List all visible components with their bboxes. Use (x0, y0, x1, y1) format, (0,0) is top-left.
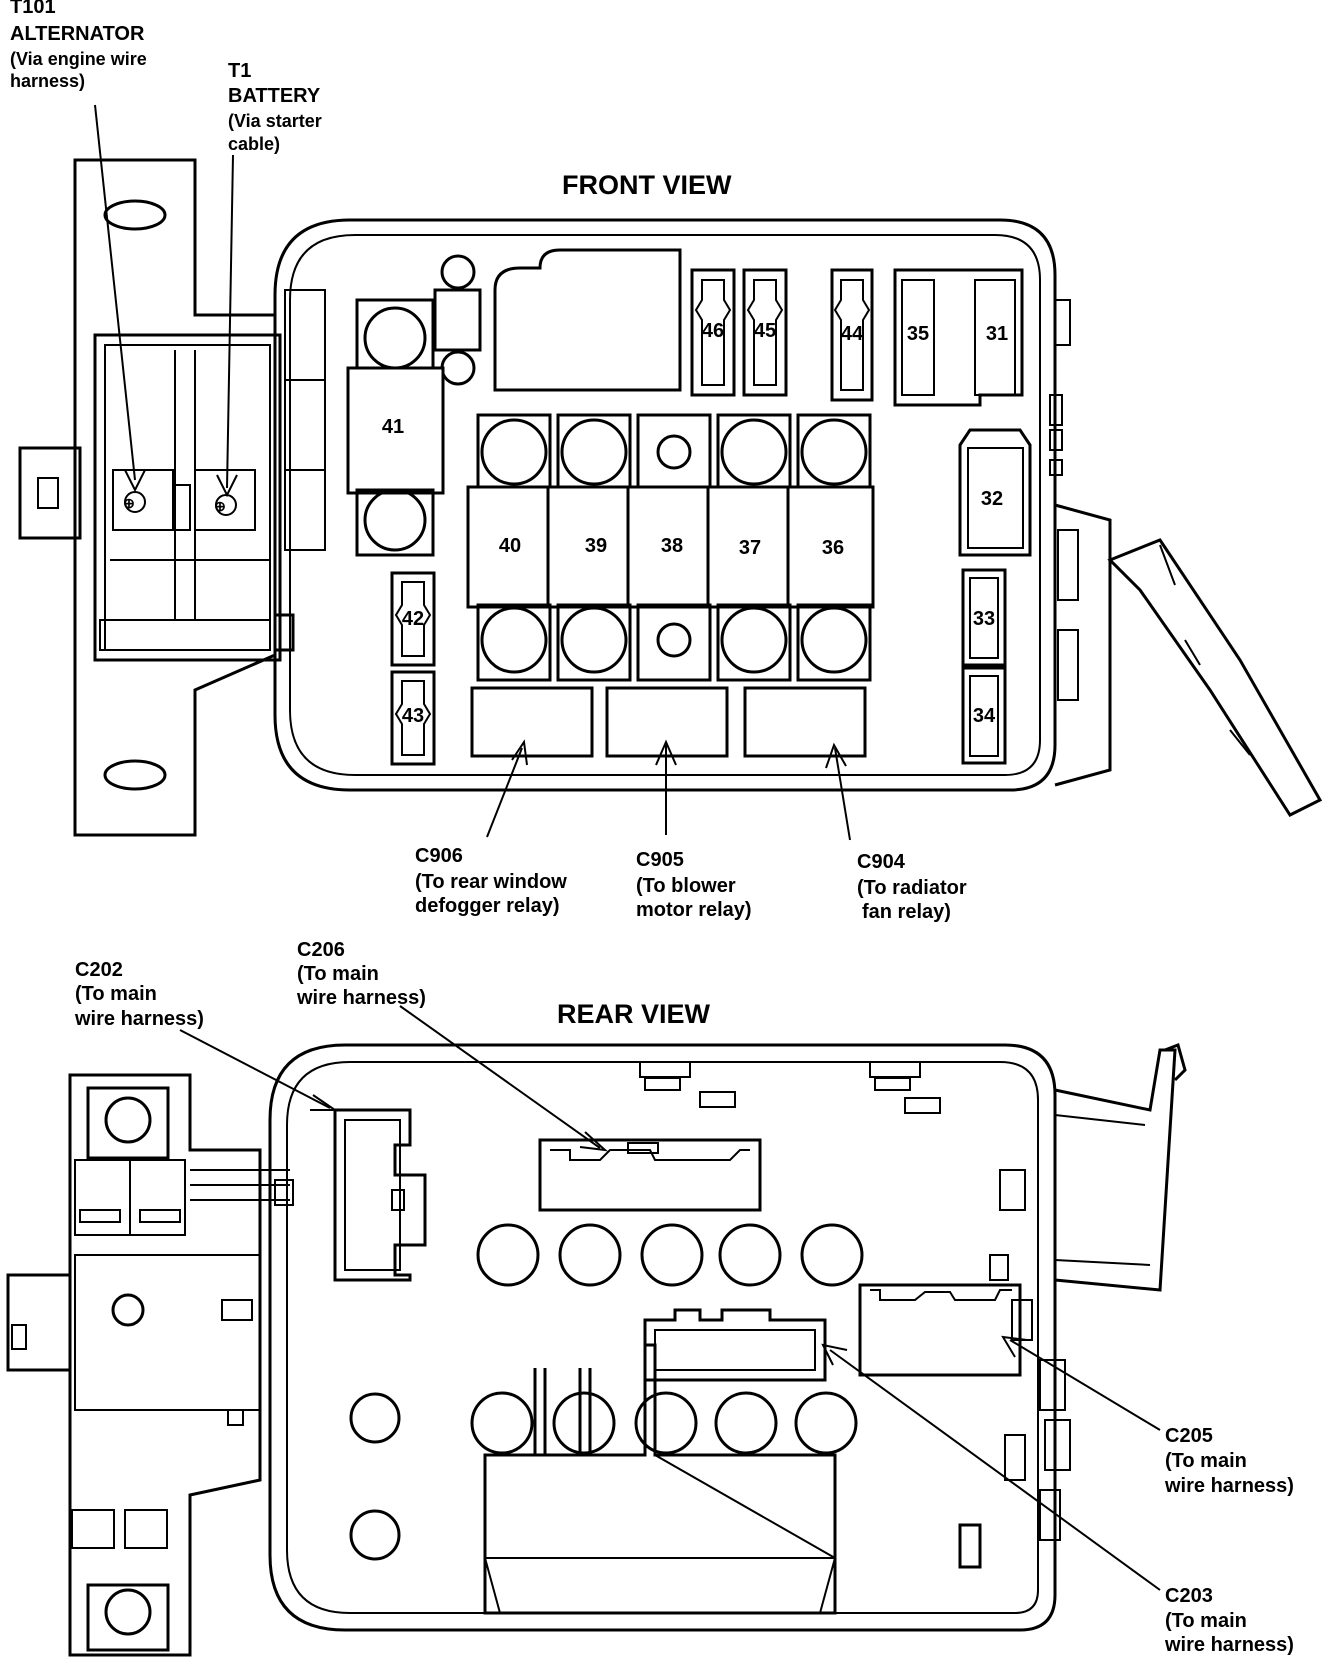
connector-c206 (538, 1138, 762, 1212)
svg-text:(To main: (To main (1165, 1610, 1247, 1632)
fuse-35-label: 35 (907, 323, 929, 345)
callout-c906: C906 (To rear window defogger relay) (415, 845, 567, 917)
rear-view-title: REAR VIEW (557, 999, 711, 1029)
fuse-43: 43 (390, 670, 436, 766)
svg-text:fan relay): fan relay) (862, 901, 951, 923)
connector-c203 (643, 1308, 827, 1382)
callout-c203: C203 (To main wire harness) (1164, 1585, 1294, 1656)
connector-c205 (858, 1254, 1022, 1377)
fuse-41: 41 (346, 298, 445, 557)
callout-c905: C905 (To blower motor relay) (636, 849, 752, 921)
fuse-38-label: 38 (661, 535, 683, 557)
rear-leader-lines (179, 1005, 1161, 1591)
rear-round-pads-bottom (349, 1368, 858, 1561)
svg-text:(To rear window: (To rear window (415, 871, 567, 893)
svg-text:ALTERNATOR: ALTERNATOR (10, 23, 145, 45)
svg-text:C205: C205 (1165, 1425, 1213, 1447)
svg-text:(To main: (To main (75, 983, 157, 1005)
relay-socket-c904 (743, 686, 867, 758)
svg-text:cable): cable) (228, 134, 280, 154)
rear-round-pads-top (476, 1223, 864, 1287)
fuse-34-label: 34 (973, 705, 996, 727)
front-top-elements (433, 248, 682, 392)
svg-text:(Via starter: (Via starter (228, 111, 322, 131)
rear-top-tabs (639, 1061, 1026, 1211)
fuse-36-label: 36 (822, 537, 844, 559)
svg-text:wire harness): wire harness) (1164, 1475, 1294, 1497)
svg-text:harness): harness) (10, 71, 85, 91)
rear-bracket-hole-top (104, 1096, 152, 1144)
fuse-46: 46 (690, 268, 736, 397)
rear-mounting-bracket (6, 1073, 294, 1657)
svg-text:BATTERY: BATTERY (228, 85, 321, 107)
fuse-46-label: 46 (702, 320, 724, 342)
front-side-blocks (284, 289, 326, 551)
rear-harness-cover (1039, 1043, 1187, 1541)
svg-text:(To radiator: (To radiator (857, 877, 967, 899)
front-mounting-bracket (18, 158, 277, 837)
relay-socket-c906 (470, 686, 594, 758)
fuse-39-label: 39 (585, 535, 607, 557)
callout-c205: C205 (To main wire harness) (1164, 1425, 1294, 1497)
front-view-title: FRONT VIEW (562, 170, 732, 200)
svg-text:T1: T1 (228, 60, 251, 82)
terminal-block: ⊕ ⊕ (93, 333, 295, 662)
callout-t101: T101 ALTERNATOR (Via engine wire harness… (10, 0, 147, 91)
fuse-43-label: 43 (402, 705, 424, 727)
rear-housing (268, 1043, 1057, 1632)
fuse-42: 42 (390, 571, 436, 667)
svg-text:T101: T101 (10, 0, 56, 18)
fuse-31-label: 31 (986, 323, 1008, 345)
fuse-42-label: 42 (402, 608, 424, 630)
rear-bottom-block (483, 1299, 1033, 1615)
alternator-terminal (112, 469, 174, 531)
fuse-37-label: 37 (739, 537, 761, 559)
connector-c202 (333, 1108, 427, 1282)
svg-text:C904: C904 (857, 851, 906, 873)
battery-terminal (194, 469, 256, 531)
svg-text:C202: C202 (75, 959, 123, 981)
fuse-40-label: 40 (499, 535, 521, 557)
svg-text:wire harness): wire harness) (296, 987, 426, 1009)
front-leader-lines (94, 104, 851, 841)
fuse-45-label: 45 (754, 320, 776, 342)
svg-text:defogger relay): defogger relay) (415, 895, 559, 917)
svg-text:motor relay): motor relay) (636, 899, 752, 921)
svg-text:C203: C203 (1165, 1585, 1213, 1607)
fuse-32-label: 32 (981, 488, 1003, 510)
fuse-33: 33 (961, 568, 1007, 667)
bracket-hole-bottom (103, 759, 167, 791)
callout-c202: C202 (To main wire harness) (74, 959, 204, 1030)
fuse-44: 44 (830, 268, 874, 402)
svg-text:C906: C906 (415, 845, 463, 867)
svg-text:⊕: ⊕ (123, 495, 135, 511)
svg-text:wire harness): wire harness) (74, 1008, 204, 1030)
svg-text:wire harness): wire harness) (1164, 1634, 1294, 1656)
front-harness-cover (1107, 538, 1323, 817)
svg-text:(Via engine wire: (Via engine wire (10, 49, 147, 69)
fuse-44-label: 44 (841, 323, 864, 345)
svg-text:⊕: ⊕ (214, 498, 226, 514)
callout-c206: C206 (To main wire harness) (296, 939, 426, 1009)
front-housing (273, 218, 1057, 792)
fuse-41-label: 41 (382, 416, 404, 438)
svg-text:(To main: (To main (297, 963, 379, 985)
large-relay-socket (493, 248, 682, 392)
svg-text:C206: C206 (297, 939, 345, 961)
bracket-hole-top (103, 199, 167, 231)
callout-t1: T1 BATTERY (Via starter cable) (228, 60, 322, 154)
svg-text:(To main: (To main (1165, 1450, 1247, 1472)
fuse-32: 32 (958, 428, 1032, 557)
fuse-34: 34 (961, 666, 1007, 765)
svg-text:C905: C905 (636, 849, 684, 871)
svg-text:(To blower: (To blower (636, 875, 736, 897)
fuse-45: 45 (742, 268, 788, 397)
front-right-clips (1049, 299, 1323, 817)
rear-bracket-hole-bottom (104, 1588, 152, 1636)
fuse-31: 31 (974, 279, 1016, 396)
maxi-fuse-row (466, 413, 875, 682)
fuse-33-label: 33 (973, 608, 995, 630)
callout-c904: C904 (To radiator fan relay) (857, 851, 967, 923)
